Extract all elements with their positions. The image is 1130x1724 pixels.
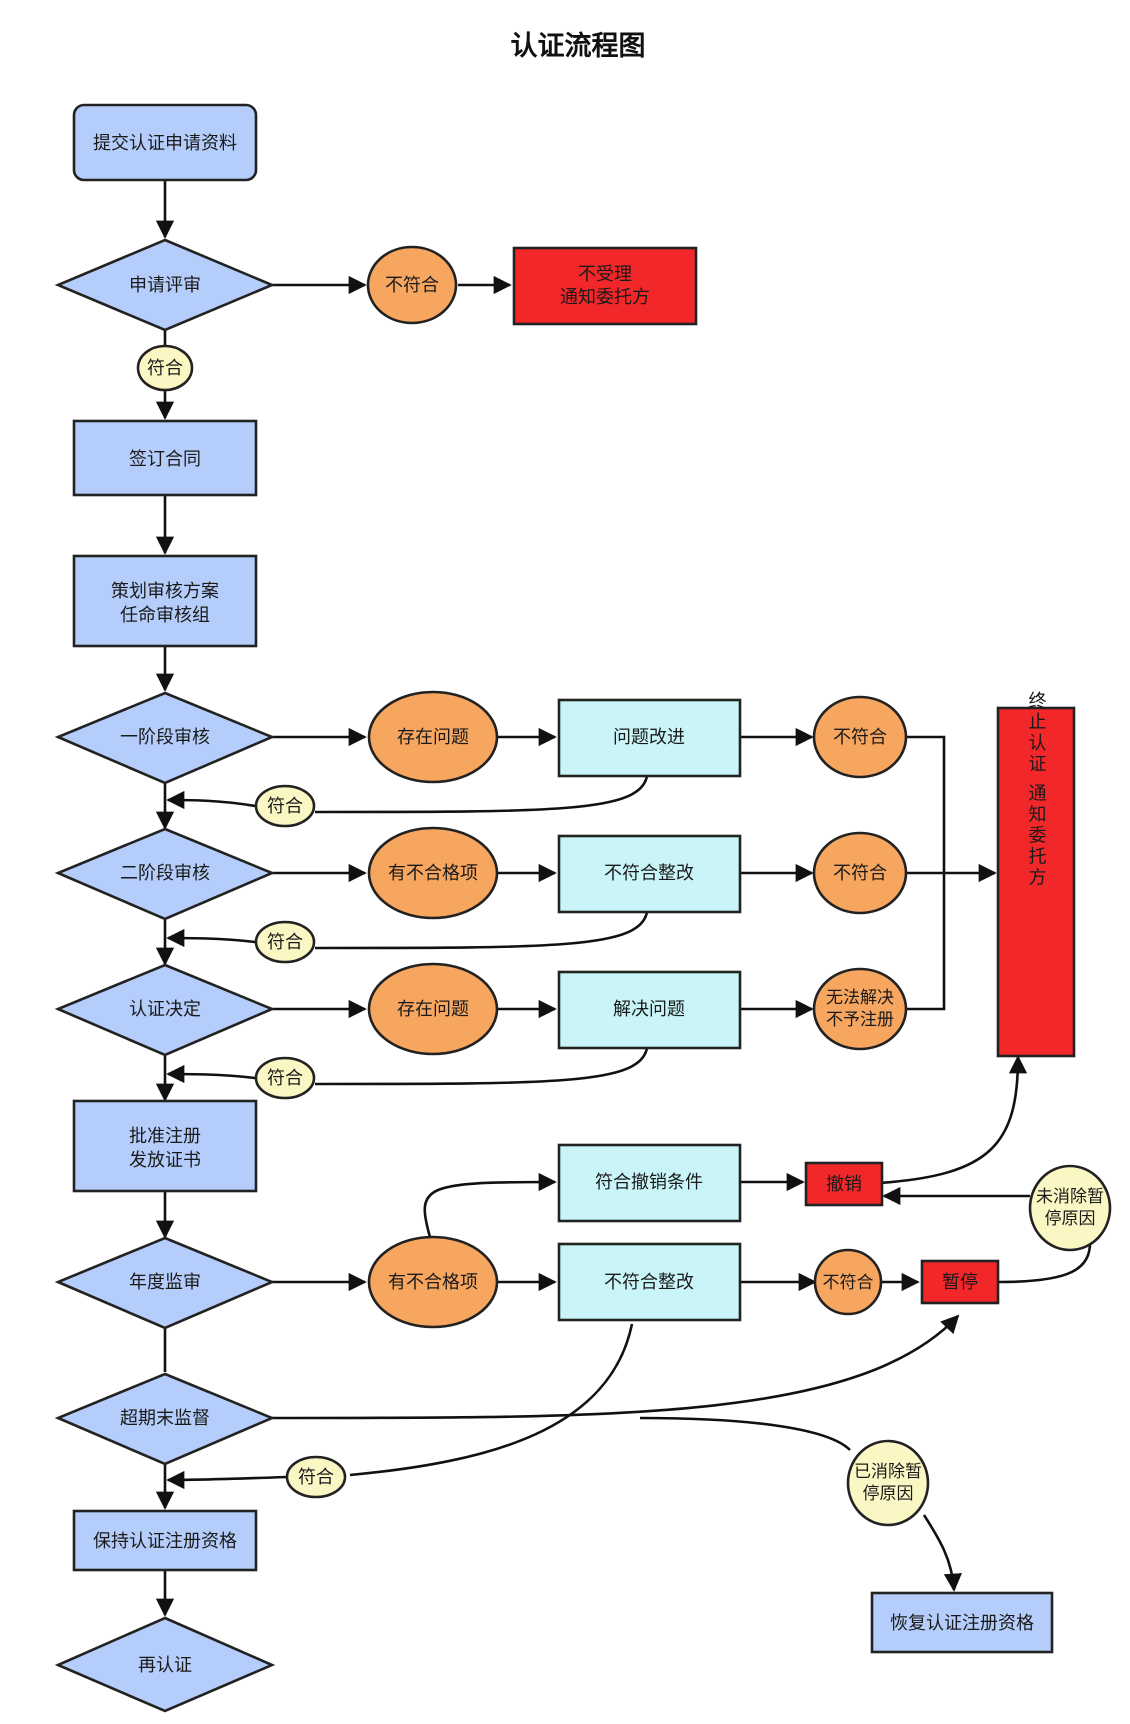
svg-text:再认证: 再认证: [138, 1655, 192, 1676]
node-plan: 策划审核方案 任命审核组: [72, 554, 258, 648]
svg-text:不符合: 不符合: [833, 727, 887, 748]
node-unsolved: 无法解决 不予注册: [812, 967, 908, 1051]
svg-text:已消除暂: 已消除暂: [854, 1462, 922, 1482]
svg-text:符合: 符合: [267, 1068, 303, 1089]
node-issue2: 存在问题: [367, 962, 499, 1056]
node-annual-fail: 不符合: [813, 1248, 883, 1316]
node-stage2-fail: 不符合: [812, 831, 908, 915]
node-decision: 认证决定: [54, 963, 276, 1057]
svg-text:符合: 符合: [267, 932, 303, 953]
svg-text:问题改进: 问题改进: [613, 727, 685, 748]
node-annual: 年度监审: [54, 1236, 276, 1330]
node-reject: 不受理 通知委托方: [512, 246, 698, 326]
edges: [155, 180, 1092, 1617]
svg-text:停原因: 停原因: [1045, 1209, 1096, 1229]
svg-text:不符合整改: 不符合整改: [604, 863, 694, 884]
node-decision-pass: 符合: [254, 1056, 316, 1100]
node-improve: 问题改进: [557, 698, 742, 778]
node-stage2: 二阶段审核: [54, 827, 276, 921]
svg-text:年度监审: 年度监审: [129, 1272, 201, 1293]
svg-text:终止认证 通知委托方: 终止认证 通知委托方: [1026, 691, 1047, 889]
node-issue1: 存在问题: [367, 690, 499, 784]
node-stage2-pass: 符合: [254, 920, 316, 964]
node-revoke-cond: 符合撤销条件: [557, 1143, 742, 1223]
svg-text:不符合: 不符合: [385, 275, 439, 296]
svg-text:不符合整改: 不符合整改: [604, 1272, 694, 1293]
node-revoke: 撤销: [804, 1161, 884, 1207]
svg-text:无法解决: 无法解决: [826, 988, 894, 1008]
node-nonconf2: 有不合格项: [367, 1235, 499, 1329]
svg-text:不符合: 不符合: [823, 1273, 874, 1293]
node-submit: 提交认证申请资料: [72, 103, 258, 182]
svg-text:暂停: 暂停: [942, 1272, 978, 1293]
node-sign-contract: 签订合同: [72, 419, 258, 497]
svg-text:一阶段审核: 一阶段审核: [120, 727, 210, 748]
svg-text:停原因: 停原因: [863, 1484, 914, 1504]
node-stage1: 一阶段审核: [54, 691, 276, 785]
node-overdue: 超期末监督: [54, 1372, 276, 1466]
node-overdue-pass: 符合: [285, 1455, 347, 1499]
svg-text:恢复认证注册资格: 恢复认证注册资格: [890, 1613, 1034, 1634]
svg-text:有不合格项: 有不合格项: [388, 863, 478, 884]
svg-text:提交认证申请资料: 提交认证申请资料: [93, 133, 237, 154]
node-terminate: 终止认证 通知委托方: [996, 691, 1076, 1058]
svg-text:有不合格项: 有不合格项: [388, 1272, 478, 1293]
node-approve: 批准注册 发放证书: [72, 1099, 258, 1193]
svg-text:不符合: 不符合: [833, 863, 887, 884]
node-keep: 保持认证注册资格: [72, 1509, 258, 1572]
svg-text:符合撤销条件: 符合撤销条件: [595, 1172, 703, 1193]
node-apply-pass: 符合: [136, 344, 194, 392]
svg-text:策划审核方案: 策划审核方案: [111, 581, 219, 602]
node-solve: 解决问题: [557, 970, 742, 1050]
node-restore: 恢复认证注册资格: [870, 1591, 1054, 1654]
svg-text:解决问题: 解决问题: [613, 999, 685, 1020]
svg-text:未消除暂: 未消除暂: [1036, 1187, 1104, 1207]
node-apply-fail: 不符合: [366, 245, 458, 325]
node-recert: 再认证: [54, 1616, 276, 1713]
svg-text:保持认证注册资格: 保持认证注册资格: [93, 1531, 237, 1552]
node-stage1-fail: 不符合: [812, 695, 908, 779]
svg-text:存在问题: 存在问题: [397, 999, 469, 1020]
svg-text:批准注册: 批准注册: [129, 1126, 201, 1147]
svg-text:符合: 符合: [298, 1467, 334, 1488]
svg-text:通知委托方: 通知委托方: [560, 287, 650, 308]
node-apply-review: 申请评审: [54, 238, 276, 332]
node-nonconf1: 有不合格项: [367, 826, 499, 920]
svg-text:不受理: 不受理: [578, 264, 632, 285]
svg-text:符合: 符合: [267, 796, 303, 817]
node-not-cleared: 未消除暂 停原因: [1028, 1164, 1112, 1252]
svg-text:申请评审: 申请评审: [129, 275, 201, 296]
svg-text:符合: 符合: [147, 358, 183, 379]
node-rectify2: 不符合整改: [557, 1242, 742, 1322]
svg-text:认证决定: 认证决定: [129, 999, 201, 1020]
node-suspend: 暂停: [920, 1259, 1000, 1305]
svg-text:不予注册: 不予注册: [826, 1010, 894, 1030]
svg-text:存在问题: 存在问题: [397, 727, 469, 748]
node-cleared: 已消除暂 停原因: [846, 1439, 930, 1527]
node-rectify1: 不符合整改: [557, 834, 742, 914]
svg-text:发放证书: 发放证书: [129, 1150, 201, 1171]
svg-text:撤销: 撤销: [826, 1174, 862, 1195]
svg-text:任命审核组: 任命审核组: [120, 605, 210, 626]
svg-text:超期末监督: 超期末监督: [120, 1408, 210, 1429]
node-stage1-pass: 符合: [254, 784, 316, 828]
svg-text:二阶段审核: 二阶段审核: [120, 863, 210, 884]
diagram-title: 认证流程图: [511, 31, 646, 62]
svg-text:签订合同: 签订合同: [129, 449, 201, 470]
